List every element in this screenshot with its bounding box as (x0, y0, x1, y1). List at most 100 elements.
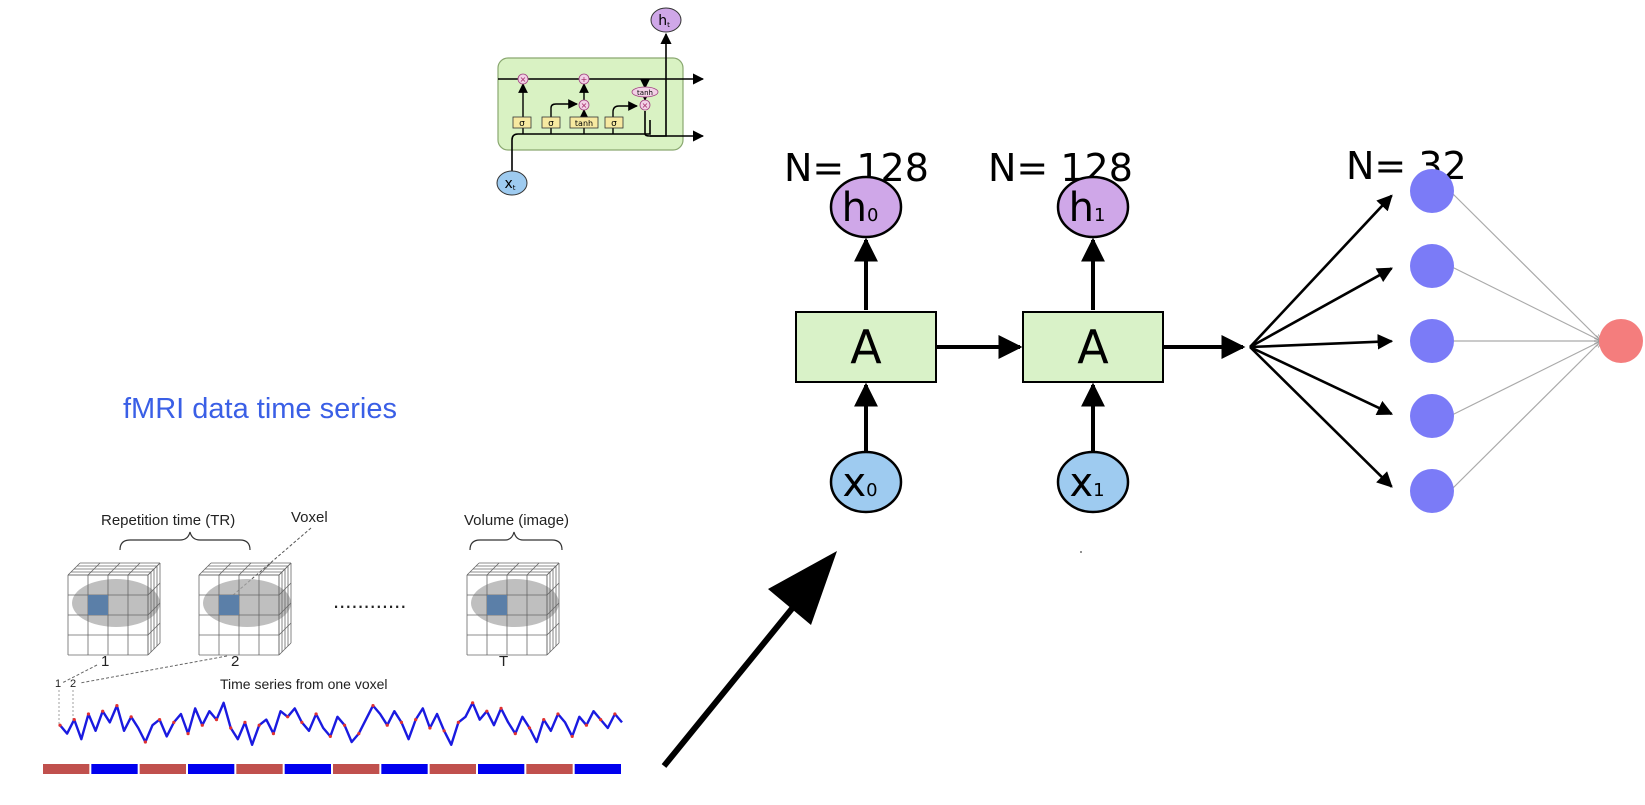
dense-to-output-edges (1449, 190, 1601, 492)
input-node-1 (1056, 450, 1130, 514)
unrolled-rnn: N= 128 h0 A x0 N= 128 h1 A x1 (784, 146, 1246, 514)
timeseries-point (513, 732, 517, 736)
ts-tick-1: 1 (55, 678, 61, 690)
output-gate-box (604, 116, 624, 129)
timeseries-point (129, 715, 133, 719)
condition-block (526, 764, 573, 774)
forget-mult-label: × (520, 75, 527, 84)
fmri-to-rnn-arrowhead (768, 551, 837, 625)
fmri-title: fMRI data time series (123, 393, 397, 425)
lstm-gate-input-path (550, 99, 578, 109)
lstm-input-path (511, 120, 651, 176)
volume-number-1: 1 (101, 653, 109, 670)
timeseries-point (428, 726, 432, 730)
timeseries-point (599, 718, 603, 722)
condition-block (478, 764, 525, 774)
brain-shape (72, 579, 160, 627)
voxel-timeseries-line (59, 701, 623, 746)
timeseries-point (243, 720, 247, 725)
forget-gate-box (512, 116, 532, 129)
highlight-voxel (219, 595, 239, 615)
timeseries-point (214, 718, 219, 722)
timeseries-point (584, 723, 589, 727)
volume-cubes (67, 562, 560, 656)
volume-label: Volume (image) (464, 512, 569, 529)
condition-block (574, 764, 621, 774)
highlight-voxel (487, 595, 507, 615)
input-label-1: x1 (1069, 460, 1104, 506)
timeseries-point (357, 732, 361, 736)
input-mult-label: × (581, 101, 588, 110)
timeseries-point (86, 712, 91, 716)
add-node (578, 73, 590, 85)
volume-number-t: T (499, 653, 508, 670)
condition-block (91, 764, 138, 774)
forget-mult-node (517, 73, 529, 85)
timeseries-point (456, 720, 460, 725)
timeseries-point (399, 720, 404, 725)
condition-block (139, 764, 186, 774)
fanout-arrow (1249, 345, 1394, 416)
timeseries-point (157, 718, 162, 722)
timeseries-point (613, 712, 617, 716)
fmri-panel: fMRI data time series Repetition time (T… (43, 393, 623, 774)
candidate-gate-box (569, 116, 599, 129)
output-gate-label: σ (611, 119, 617, 129)
timeseries-point (342, 723, 347, 727)
lstm-input-node (496, 170, 528, 196)
input-label-0: x0 (842, 460, 877, 506)
hidden-label-0: h0 (842, 185, 879, 231)
rnn-block-1-label: A (1077, 320, 1109, 374)
timeseries-point (286, 715, 290, 719)
tr-label: Repetition time (TR) (101, 512, 235, 529)
timeseries-point (229, 726, 233, 730)
timeseries-point (143, 740, 147, 744)
timeseries-point (442, 729, 446, 733)
dense-hidden-node (1410, 319, 1454, 363)
timeseries-point (371, 704, 375, 708)
rnn-block-0 (795, 311, 937, 383)
condition-block (284, 764, 331, 774)
dense-hidden-node (1410, 244, 1454, 288)
candidate-gate-label: tanh (575, 119, 593, 128)
brain-shape (203, 579, 291, 627)
timeseries-point (186, 732, 190, 736)
ts-pointer-1a (61, 664, 98, 684)
stray-dot (1080, 551, 1082, 553)
timeseries-point (527, 726, 532, 730)
condition-block (188, 764, 235, 774)
lstm-input-label: xt (504, 176, 515, 192)
timeseries-point (200, 723, 204, 727)
condition-block (381, 764, 428, 774)
fanout-arrow (1249, 267, 1393, 349)
condition-block (43, 764, 90, 774)
lstm-output-label: ht (658, 13, 670, 29)
timeseries-point (570, 734, 574, 739)
hidden-node-1 (1056, 175, 1130, 239)
rnn-block-0-label: A (850, 320, 882, 374)
timeseries-point (58, 723, 62, 727)
cell-tanh-node (631, 86, 659, 98)
dense-hidden-node (1410, 469, 1454, 513)
timeseries-point (328, 734, 332, 739)
input-mult-node (578, 99, 590, 111)
voxel-label: Voxel (291, 509, 328, 526)
brain-shape (471, 579, 559, 627)
dense-edge (1449, 265, 1601, 342)
dense-layer: N= 32 (1249, 144, 1643, 513)
hidden-label-1: h1 (1069, 185, 1106, 231)
dense-edge (1449, 341, 1601, 492)
timeseries-point (385, 723, 389, 727)
input-node-0 (829, 450, 903, 514)
volume-number-2: 2 (231, 653, 239, 670)
input-gate-label: σ (548, 119, 554, 129)
timeseries-point (300, 720, 304, 725)
timeseries-point (314, 712, 318, 716)
tr-brace (119, 531, 251, 551)
timeseries-point (115, 704, 119, 708)
dense-hidden-nodes (1410, 169, 1454, 513)
lstm-gate-output-path (612, 101, 638, 113)
cell-tanh-label: tanh (637, 89, 653, 97)
volume-brace (469, 531, 563, 551)
